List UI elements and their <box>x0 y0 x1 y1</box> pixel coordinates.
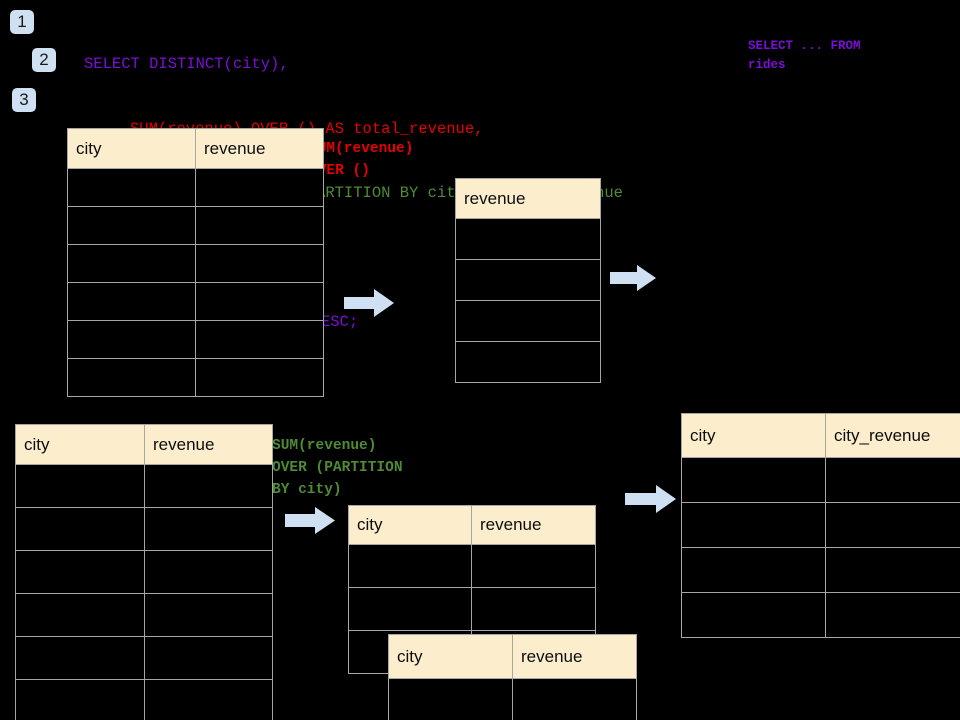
arrow-groups-to-result-icon <box>625 485 676 513</box>
table-cell <box>388 678 513 720</box>
table-header-row: city revenue <box>388 634 637 679</box>
partition-source-table: city revenue <box>15 424 273 720</box>
table-cell <box>67 282 196 321</box>
table-cell <box>67 358 196 397</box>
column-header-city-revenue: city_revenue <box>825 413 960 458</box>
table-row <box>15 679 273 720</box>
table-cell <box>15 679 145 720</box>
table-row <box>67 244 324 283</box>
table-cell <box>15 636 145 680</box>
table-cell <box>67 244 196 283</box>
column-header-revenue: revenue <box>471 505 596 545</box>
table-cell <box>825 547 960 593</box>
table-cell <box>144 507 273 551</box>
column-header-revenue: revenue <box>512 634 637 679</box>
table-cell <box>67 206 196 245</box>
table-cell <box>67 320 196 359</box>
table-cell <box>67 168 196 207</box>
table-cell <box>348 587 472 631</box>
table-row <box>15 593 273 637</box>
column-header-revenue: revenue <box>144 424 273 465</box>
result-city-revenue-table: city city_revenue <box>681 413 960 638</box>
source-rides-table: city revenue <box>67 128 324 397</box>
table-row <box>681 547 960 593</box>
table-cell <box>825 592 960 638</box>
column-header-city: city <box>348 505 472 545</box>
table-cell <box>195 168 324 207</box>
table-row <box>388 678 637 720</box>
table-header-row: city revenue <box>67 128 324 169</box>
table-cell <box>144 464 273 508</box>
table-row <box>681 592 960 638</box>
table-cell <box>681 547 826 593</box>
table-cell <box>512 678 637 720</box>
table-cell <box>195 358 324 397</box>
table-cell <box>471 544 596 588</box>
table-header-row: city revenue <box>15 424 273 465</box>
table-cell <box>348 544 472 588</box>
table-row <box>67 206 324 245</box>
step-badge-2: 2 <box>32 48 56 72</box>
total-revenue-table: revenue <box>455 178 601 383</box>
table-row <box>67 320 324 359</box>
table-cell <box>195 320 324 359</box>
table-row <box>15 507 273 551</box>
table-header-row: city revenue <box>348 505 596 545</box>
table-row <box>681 502 960 548</box>
table-cell <box>195 282 324 321</box>
table-cell <box>455 341 601 383</box>
arrow-source-to-groups-icon <box>285 507 335 534</box>
table-header-row: revenue <box>455 178 601 219</box>
table-row <box>67 168 324 207</box>
table-cell <box>455 300 601 342</box>
table-row <box>455 259 601 301</box>
column-header-revenue: revenue <box>455 178 601 219</box>
table-row <box>455 341 601 383</box>
table-row <box>15 636 273 680</box>
table-cell <box>15 507 145 551</box>
table-cell <box>144 636 273 680</box>
table-cell <box>144 550 273 594</box>
table-cell <box>195 206 324 245</box>
table-row <box>455 300 601 342</box>
table-row <box>455 218 601 260</box>
table-row <box>348 587 596 631</box>
table-cell <box>144 593 273 637</box>
partition-group-table-back: city revenue <box>348 505 596 674</box>
step-badge-3: 3 <box>12 88 36 112</box>
column-header-revenue: revenue <box>195 128 324 169</box>
partition-group-table-front: city revenue <box>388 634 637 720</box>
table-cell <box>471 587 596 631</box>
table-cell <box>15 593 145 637</box>
column-header-city: city <box>388 634 513 679</box>
table-cell <box>455 218 601 260</box>
table-row <box>15 550 273 594</box>
annotation-sum-over-empty: SUM(revenue) OVER () <box>309 141 414 179</box>
sql-line-1: SELECT DISTINCT(city), <box>84 55 289 73</box>
table-row <box>681 457 960 503</box>
table-cell <box>681 592 826 638</box>
column-header-city: city <box>681 413 826 458</box>
step-badge-1: 1 <box>10 10 34 34</box>
table-cell <box>681 502 826 548</box>
table-row <box>348 544 596 588</box>
table-row <box>67 358 324 397</box>
table-cell <box>15 550 145 594</box>
table-cell <box>681 457 826 503</box>
table-header-row: city city_revenue <box>681 413 960 458</box>
arrow-total-to-result-icon <box>610 265 656 291</box>
table-cell <box>825 457 960 503</box>
table-row <box>15 464 273 508</box>
column-header-city: city <box>67 128 196 169</box>
column-header-city: city <box>15 424 145 465</box>
arrow-source-to-total-icon <box>344 289 394 317</box>
table-cell <box>455 259 601 301</box>
annotation-select-from-rides: SELECT ... FROM rides <box>748 39 861 72</box>
table-cell <box>825 502 960 548</box>
annotation-sum-over-partition: SUM(revenue) OVER (PARTITION BY city) <box>272 438 403 498</box>
table-cell <box>15 464 145 508</box>
table-cell <box>195 244 324 283</box>
table-cell <box>144 679 273 720</box>
table-row <box>67 282 324 321</box>
